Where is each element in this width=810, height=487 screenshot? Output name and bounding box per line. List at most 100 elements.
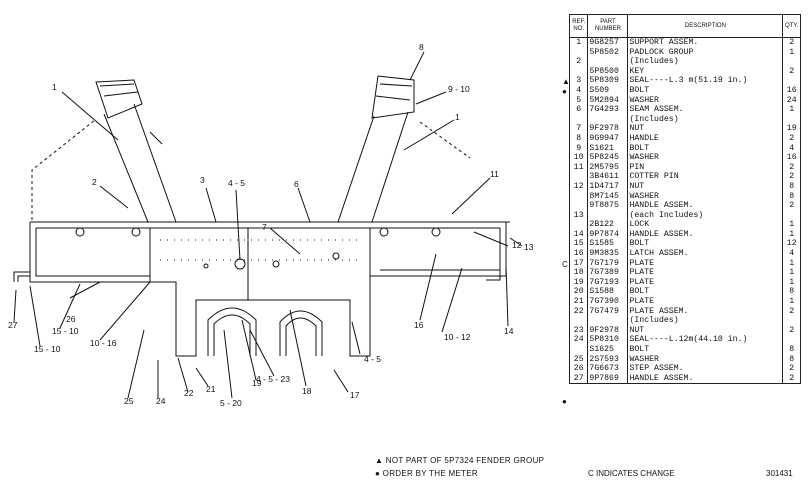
part-number-cell: [587, 114, 629, 125]
description-cell: WASHER: [627, 191, 784, 202]
qty-cell: 1: [782, 229, 801, 240]
description-cell: (Includes): [627, 316, 784, 326]
not-part-text: NOT PART OF 5P7324 FENDER GROUP: [385, 456, 545, 465]
part-number-cell: 5P8500: [587, 66, 629, 77]
callout-label: 1: [455, 112, 460, 122]
table-row: 13(each Includes): [568, 210, 801, 221]
callout-label: 24: [156, 396, 166, 406]
table-row: (Includes): [568, 114, 801, 125]
callout-label: 5 - 20: [220, 398, 242, 408]
doc-code: 301431: [766, 469, 793, 478]
description-cell: LATCH ASSEM.: [627, 249, 784, 259]
ref-no-cell: 17: [568, 258, 589, 269]
part-number-header: PART NUMBER: [587, 14, 629, 38]
qty-cell: 19: [782, 124, 801, 134]
part-number-cell: 2B122: [587, 220, 629, 230]
table-row: 2(Includes): [568, 57, 801, 67]
qty-cell: 16: [782, 153, 801, 163]
part-number-cell: 9P7869: [587, 373, 629, 385]
qty-cell: [782, 57, 801, 67]
callout-label: 19: [252, 378, 262, 388]
ref-no-cell: 5: [568, 95, 589, 106]
qty-cell: [782, 335, 801, 345]
part-number-cell: 9M3835: [587, 249, 629, 259]
ref-no-header: REF. NO.: [568, 14, 589, 38]
description-cell: SUPPORT ASSEM.: [627, 37, 784, 48]
callout-label: 15 - 10: [34, 344, 61, 354]
description-cell: PLATE: [627, 258, 784, 269]
qty-cell: 16: [782, 85, 801, 96]
callout-label: 7: [262, 222, 267, 232]
description-cell: PADLOCK GROUP: [627, 47, 784, 58]
qty-cell: 2: [782, 37, 801, 48]
ref-no-cell: 19: [568, 277, 589, 288]
qty-cell: [782, 210, 801, 221]
table-row: (Includes): [568, 316, 801, 326]
callout-label: 15 - 10: [52, 326, 79, 336]
part-number-cell: 7G7389: [587, 268, 629, 278]
description-cell: SEAL----L.3 m(51.19 in.): [627, 76, 784, 86]
qty-header: QTY.: [782, 14, 801, 38]
qty-cell: 2: [782, 172, 801, 182]
description-cell: PLATE ASSEM.: [627, 306, 784, 317]
part-number-cell: 9F2978: [587, 124, 629, 134]
description-cell: STEP ASSEM.: [627, 364, 784, 374]
ref-no-cell: [568, 66, 589, 77]
qty-cell: 2: [782, 66, 801, 77]
description-cell: NUT: [627, 124, 784, 134]
part-number-cell: S509: [587, 85, 629, 96]
callout-label: 16: [414, 320, 424, 330]
ref-no-cell: [568, 114, 589, 125]
ref-no-cell: 26: [568, 364, 589, 374]
ref-no-cell: 23: [568, 325, 589, 336]
description-cell: BOLT: [627, 239, 784, 250]
description-cell: PIN: [627, 162, 784, 173]
ref-no-cell: 16: [568, 249, 589, 259]
callout-label: 4 - 5: [228, 178, 245, 188]
callout-label: 6: [294, 179, 299, 189]
ref-no-cell: 6: [568, 105, 589, 115]
meter-text: ORDER BY THE METER: [382, 469, 479, 478]
part-number-cell: 7G4293: [587, 105, 629, 115]
qty-cell: [782, 316, 801, 326]
qty-cell: 24: [782, 95, 801, 106]
ref-no-cell: 27: [568, 373, 589, 385]
part-number-cell: 9G9947: [587, 133, 629, 144]
description-cell: PLATE: [627, 277, 784, 288]
ref-no-cell: 1: [568, 37, 589, 48]
qty-cell: [782, 76, 801, 86]
description-cell: (each Includes): [627, 210, 784, 221]
callout-label: 26: [66, 314, 76, 324]
description-cell: BOLT: [627, 143, 784, 154]
part-number-cell: 3B4611: [587, 172, 629, 182]
callout-label: 12: [512, 240, 522, 250]
callout-label: 25: [124, 396, 134, 406]
qty-cell: 2: [782, 201, 801, 211]
qty-cell: 2: [782, 162, 801, 173]
callout-label: 21: [206, 384, 216, 394]
part-number-cell: S1588: [587, 287, 629, 298]
not-part-note: ▲ NOT PART OF 5P7324 FENDER GROUP: [375, 456, 544, 465]
description-cell: WASHER: [627, 354, 784, 365]
qty-cell: 2: [782, 133, 801, 144]
part-number-cell: 8M7145: [587, 191, 629, 202]
part-number-cell: 7G7193: [587, 277, 629, 288]
ref-no-cell: 18: [568, 268, 589, 278]
fender-group-exploded-drawing: 1 2 3 4 - 5 6 7 8 9 - 10 1 11 12 13 14 1…: [8, 42, 534, 408]
callout-label: 3: [200, 175, 205, 185]
callout-label: 13: [524, 242, 534, 252]
part-number-cell: 9P7874: [587, 229, 629, 240]
part-number-cell: 1D4717: [587, 181, 629, 192]
